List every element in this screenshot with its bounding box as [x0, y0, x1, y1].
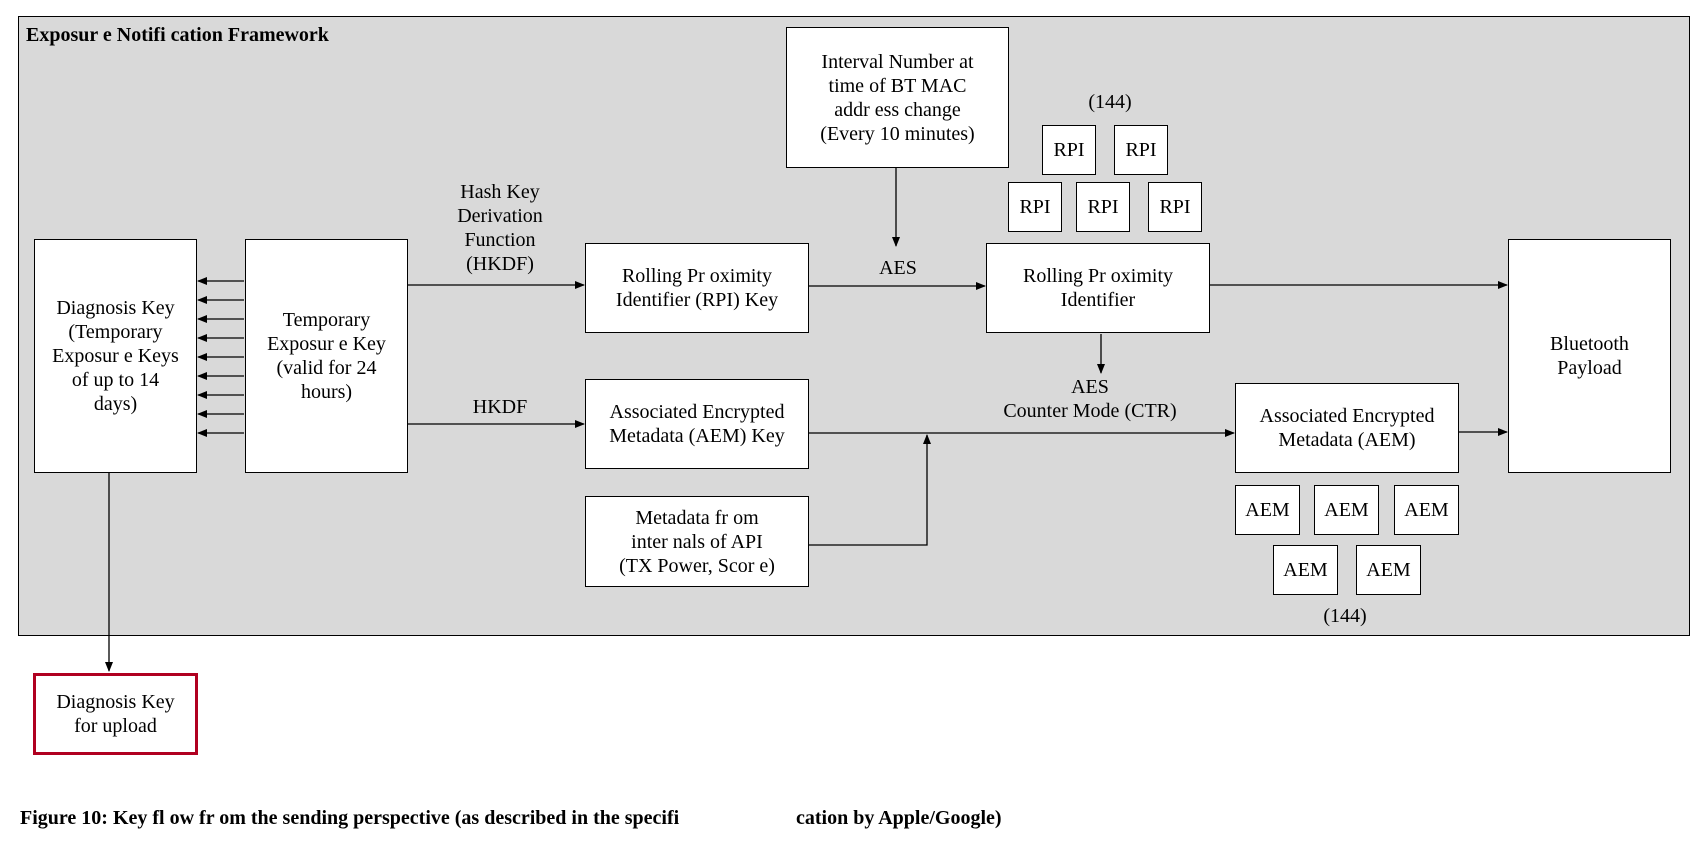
aem-item: AEM [1235, 485, 1300, 535]
bluetooth-payload-box: Bluetooth Payload [1508, 239, 1671, 473]
aem-key-box: Associated Encrypted Metadata (AEM) Key [585, 379, 809, 469]
rpi-count-label: (144) [1088, 91, 1132, 113]
rpi-item: RPI [1042, 125, 1096, 175]
temporary-exposure-key-box: Temporary Exposur e Key (valid for 24 ho… [245, 239, 408, 473]
metadata-box: Metadata fr om inter nals of API (TX Pow… [585, 496, 809, 587]
aem-item: AEM [1356, 545, 1421, 595]
rpi-item: RPI [1076, 182, 1130, 232]
diagnosis-key-box: Diagnosis Key (Temporary Exposur e Keys … [34, 239, 197, 473]
aem-item: AEM [1273, 545, 1338, 595]
rpi-item: RPI [1008, 182, 1062, 232]
rpi-item: RPI [1114, 125, 1168, 175]
aes-ctr-label: AES Counter Mode (CTR) [1003, 376, 1177, 422]
aem-item: AEM [1314, 485, 1379, 535]
edge-metadata-join [809, 434, 931, 546]
frame-title: Exposur e Notifi cation Framework [26, 24, 329, 46]
hkdf-long-label: Hash Key Derivation Function (HKDF) [457, 181, 543, 275]
figure-caption-part2: cation by Apple/Google) [796, 807, 1002, 829]
rpi-key-box: Rolling Pr oximity Identifier (RPI) Key [585, 243, 809, 333]
interval-number-box: Interval Number at time of BT MAC addr e… [786, 27, 1009, 168]
rolling-proximity-identifier-box: Rolling Pr oximity Identifier [986, 243, 1210, 333]
hkdf-label: HKDF [472, 396, 528, 418]
rpi-item: RPI [1148, 182, 1202, 232]
aes-label: AES [879, 257, 917, 279]
figure-caption-part1: Figure 10: Key fl ow fr om the sending p… [20, 807, 680, 829]
aem-count-label: (144) [1323, 605, 1367, 627]
aem-box: Associated Encrypted Metadata (AEM) [1235, 383, 1459, 473]
diagnosis-upload-box: Diagnosis Key for upload [33, 673, 198, 755]
aem-item: AEM [1394, 485, 1459, 535]
